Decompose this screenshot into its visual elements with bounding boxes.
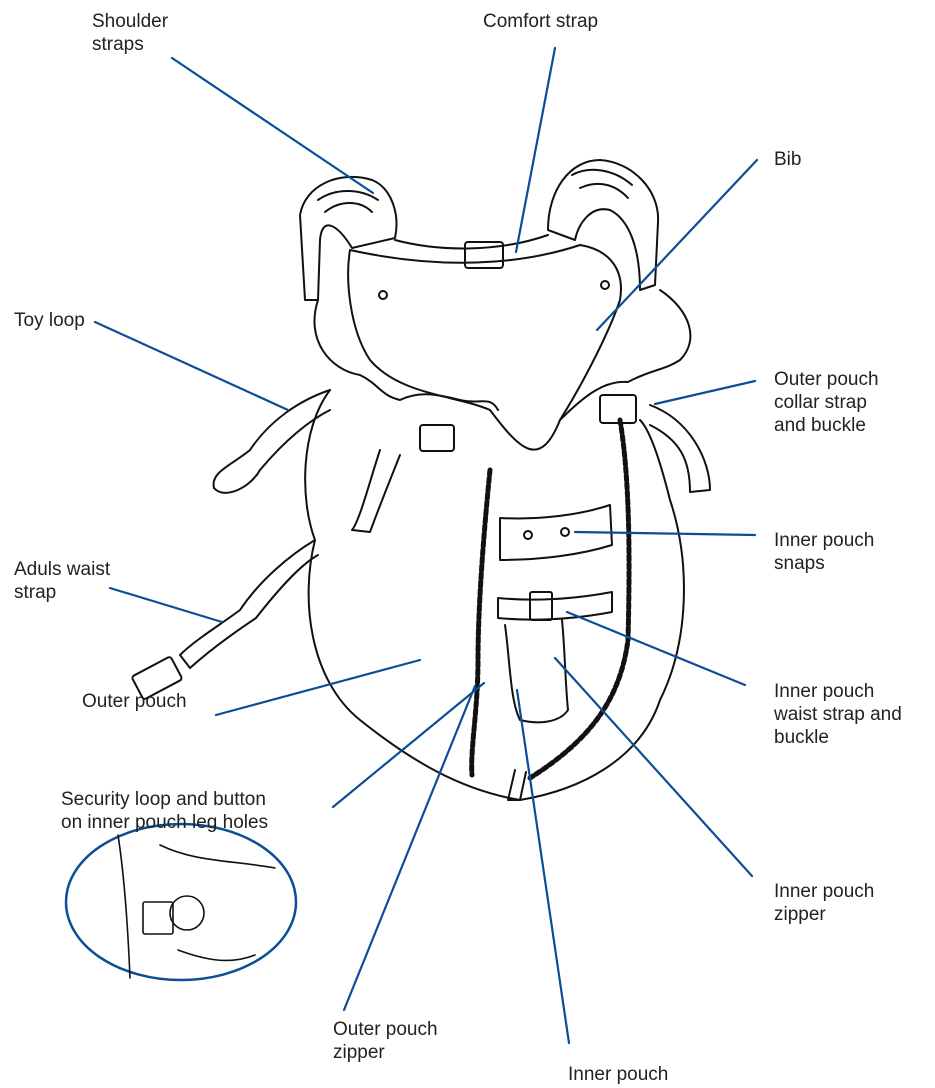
label-adult-waist: Aduls waist strap bbox=[14, 558, 110, 604]
label-toy-loop: Toy loop bbox=[14, 309, 85, 332]
label-comfort-strap: Comfort strap bbox=[483, 10, 598, 33]
bib-snap-left bbox=[379, 291, 387, 299]
bib-snap-right bbox=[601, 281, 609, 289]
leader-toy-loop bbox=[95, 322, 288, 410]
label-outer-pouch: Outer pouch bbox=[82, 690, 187, 713]
leader-inner-zipper bbox=[555, 658, 752, 876]
inner-snap-left bbox=[524, 531, 532, 539]
leader-inner-pouch bbox=[517, 690, 569, 1043]
collar-strap-left bbox=[352, 450, 400, 532]
inset-fold-lower bbox=[178, 950, 255, 960]
inner-pouch-front bbox=[505, 620, 568, 722]
inner-snap-right bbox=[561, 528, 569, 536]
label-inner-waist: Inner pouch waist strap and buckle bbox=[774, 680, 902, 749]
label-shoulder-straps: Shoulder straps bbox=[92, 10, 168, 56]
label-inner-zipper: Inner pouch zipper bbox=[774, 880, 874, 926]
bib-outline bbox=[348, 245, 621, 450]
leader-security-loop bbox=[333, 683, 484, 807]
leader-shoulder-straps bbox=[172, 58, 373, 193]
label-inner-snaps: Inner pouch snaps bbox=[774, 529, 874, 575]
leader-outer-collar bbox=[655, 381, 755, 404]
right-shoulder-strap bbox=[548, 160, 658, 290]
inset-loop bbox=[143, 902, 173, 934]
zipper-pull bbox=[508, 770, 526, 800]
label-inner-pouch: Inner pouch bbox=[568, 1063, 668, 1086]
adult-waist-strap bbox=[180, 540, 318, 668]
inset-oval bbox=[66, 824, 296, 980]
collar-buckle-left bbox=[420, 425, 454, 451]
leader-inner-waist bbox=[567, 612, 745, 685]
label-outer-collar: Outer pouch collar strap and buckle bbox=[774, 368, 879, 437]
label-outer-zipper: Outer pouch zipper bbox=[333, 1018, 438, 1064]
inner-waist-strap bbox=[498, 592, 612, 620]
leader-outer-zipper bbox=[344, 686, 475, 1010]
inset-seam bbox=[118, 835, 130, 978]
leader-outer-pouch bbox=[216, 660, 420, 715]
left-shoulder-padding bbox=[318, 191, 378, 212]
left-collar-ruffle bbox=[314, 300, 498, 410]
label-bib: Bib bbox=[774, 148, 801, 171]
leader-adult-waist bbox=[110, 588, 222, 622]
inner-waist-buckle bbox=[530, 592, 552, 620]
toy-loop bbox=[214, 390, 330, 493]
collar-strap-right bbox=[650, 405, 710, 492]
leader-inner-snaps bbox=[575, 532, 755, 535]
left-zipper bbox=[472, 470, 490, 775]
inset-button bbox=[170, 896, 204, 930]
label-security-loop: Security loop and button on inner pouch … bbox=[61, 788, 268, 834]
inset-fold bbox=[160, 845, 275, 868]
right-shoulder-padding bbox=[572, 170, 632, 198]
